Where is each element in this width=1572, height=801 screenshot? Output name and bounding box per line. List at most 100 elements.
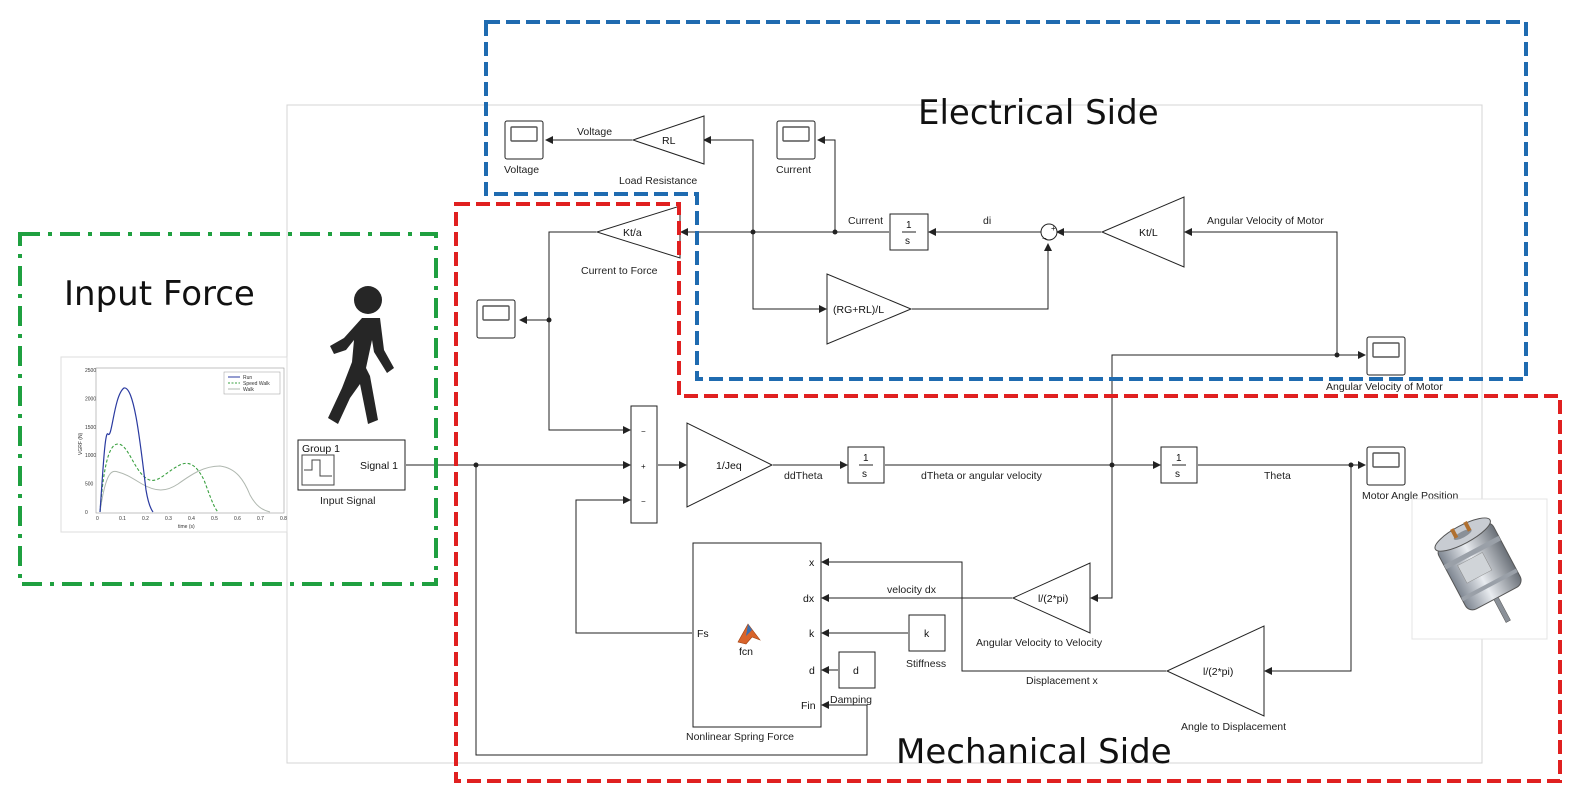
one-over-jeq-text: 1/Jeq [716,460,742,472]
svg-text:s: s [905,236,910,247]
svg-text:−: − [1042,234,1047,243]
dc-motor-photo [1411,498,1548,640]
input-signal-block[interactable]: Group 1 Signal 1 [297,439,406,491]
group-name-text: Group 1 [302,443,340,455]
voltage-scope[interactable] [504,120,544,160]
angular-to-velocity-gain-block[interactable]: l/(2*pi) [1011,562,1091,634]
svg-text:d: d [809,665,815,677]
mini-x-tick: 0.3 [165,516,172,522]
signal-wires [406,136,1366,756]
svg-text:k: k [924,628,930,640]
svg-text:−: − [641,497,646,506]
mini-chart-ylabel: VGRF (N) [78,432,84,455]
mini-x-tick: 0.7 [257,516,264,522]
signal-port-text: Signal 1 [360,460,398,472]
ddtheta-label: ddTheta [784,470,823,482]
di-signal-label: di [983,215,991,227]
mini-y-tick: 500 [85,482,94,488]
velocity-dx-label: velocity dx [887,584,937,596]
mini-y-tick: 1000 [85,453,96,459]
dtheta-label: dTheta or angular velocity [921,470,1043,482]
run-series-line [99,387,154,513]
nonlinear-spring-force-block[interactable]: x dx k d Fin Fs fcn [692,542,822,728]
angle-to-displacement-label: Angle to Displacement [1181,721,1286,733]
disp-gain-text: l/(2*pi) [1203,666,1233,678]
motor-angle-scope[interactable] [1366,446,1406,486]
input-force-title: Input Force [64,274,255,314]
mini-y-tick: 1500 [85,425,96,431]
mechanical-sum-block[interactable]: − + − [630,405,658,524]
svg-text:1: 1 [906,220,912,231]
damping-block[interactable]: d [838,651,876,689]
current-to-force-label: Current to Force [581,265,658,277]
kt-l-text: Kt/L [1139,227,1158,239]
voltage-scope-label: Voltage [504,164,539,176]
force-scope[interactable] [476,299,516,339]
svg-text:d: d [853,665,859,677]
svg-text:s: s [1175,469,1180,480]
speed-walk-series-line [99,443,219,513]
mini-x-tick: 0.4 [188,516,195,522]
svg-text:−: − [641,427,646,436]
input-region-border [18,232,438,586]
velocity-integrator-block[interactable]: 1 s [847,446,885,484]
load-resistance-label: Load Resistance [619,175,697,187]
mini-x-tick: 0.8 [280,516,287,522]
walking-person-icon [328,286,394,424]
mini-x-tick: 0.1 [119,516,126,522]
current-scope-label: Current [776,164,811,176]
fcn-text: fcn [739,646,753,658]
svg-text:dx: dx [803,593,815,605]
svg-text:s: s [862,469,867,480]
mini-y-tick: 2500 [85,368,96,374]
electrical-sum-block[interactable]: − + [1040,223,1058,243]
damping-label: Damping [830,694,872,706]
mechanical-region-border [454,202,1562,783]
angle-to-displacement-gain-block[interactable]: l/(2*pi) [1165,625,1265,717]
stiffness-label: Stiffness [906,658,946,670]
legend-speed-walk: Speed Walk [243,381,270,387]
mini-chart-x-ticks: 0 0.1 0.2 0.3 0.4 0.5 0.6 0.7 0.8 [96,516,287,522]
mini-chart-xlabel: time (s) [178,524,195,530]
mechanical-side-title: Mechanical Side [896,732,1172,772]
angular-velocity-motor-label: Angular Velocity of Motor [1207,215,1324,227]
electrical-side-title: Electrical Side [918,93,1159,133]
mini-x-tick: 0.2 [142,516,149,522]
theta-label: Theta [1264,470,1291,482]
mini-x-tick: 0 [96,516,99,522]
legend-run: Run [243,375,252,381]
voltage-signal-label: Voltage [577,126,612,138]
rg-rl-l-text: (RG+RL)/L [833,304,884,316]
electrical-region-border [484,20,1528,381]
input-signal-label: Input Signal [320,495,375,507]
kt-a-text: Kt/a [623,227,642,239]
mini-x-tick: 0.5 [211,516,218,522]
svg-text:1: 1 [1176,453,1182,464]
legend-walk: Walk [243,387,254,393]
svg-text:x: x [809,557,815,569]
current-scope[interactable] [776,120,816,160]
rl-gain-text: RL [662,135,676,147]
current-signal-label: Current [848,215,883,227]
mini-x-tick: 0.6 [234,516,241,522]
stiffness-block[interactable]: k [908,614,946,652]
svg-text:Fs: Fs [697,628,709,640]
rg-rl-l-gain-block[interactable]: (RG+RL)/L [826,273,913,345]
kt-l-gain-block[interactable]: Kt/L [1100,196,1185,268]
angular-velocity-scope-label: Angular Velocity of Motor [1326,381,1443,393]
one-over-jeq-gain-block[interactable]: 1/Jeq [686,422,774,508]
angular-to-velocity-label: Angular Velocity to Velocity [976,637,1103,649]
svg-text:Fin: Fin [801,700,816,712]
lin-vel-gain-text: l/(2*pi) [1038,593,1068,605]
matlab-function-icon [737,623,761,645]
svg-text:+: + [641,462,646,471]
angle-integrator-block[interactable]: 1 s [1160,446,1198,484]
svg-text:1: 1 [863,453,869,464]
rl-gain-block[interactable]: RL [631,115,705,165]
angular-velocity-scope[interactable] [1366,336,1406,376]
model-canvas [286,104,1483,764]
current-integrator-block[interactable]: 1 s [889,213,929,251]
